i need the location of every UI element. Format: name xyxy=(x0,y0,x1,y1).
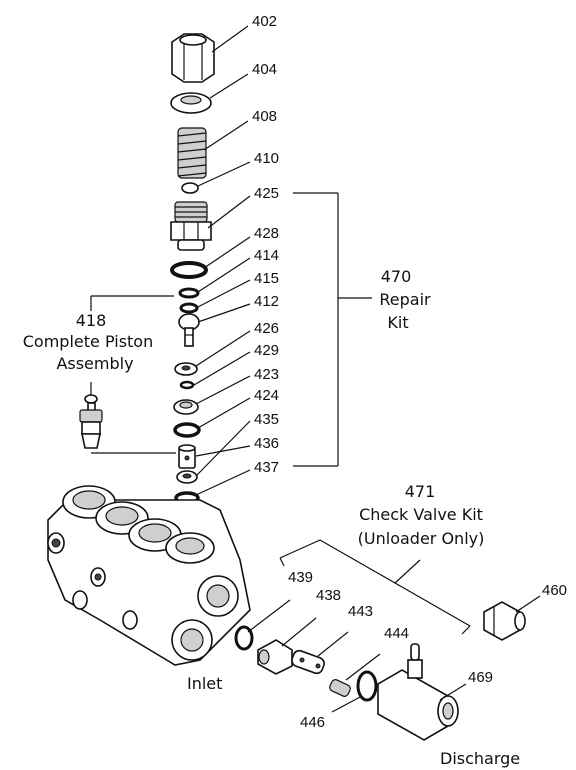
callout-402: 402 xyxy=(252,13,277,30)
part-415-o-ring xyxy=(179,302,199,314)
callout-404: 404 xyxy=(252,61,277,78)
part-444-spring xyxy=(329,679,351,697)
callout-429: 429 xyxy=(254,342,279,359)
part-425-valve-seat xyxy=(170,201,212,251)
part-402-cap-nut xyxy=(171,33,215,83)
check-valve-number: 471 xyxy=(405,482,436,501)
check-valve-line2: (Unloader Only) xyxy=(358,529,485,548)
callout-439: 439 xyxy=(288,569,313,586)
part-408-spring xyxy=(177,127,207,179)
callout-410: 410 xyxy=(254,150,279,167)
callout-425: 425 xyxy=(254,185,279,202)
discharge-label: Discharge xyxy=(440,749,520,768)
part-438-valve-body xyxy=(257,639,293,675)
part-412-plunger xyxy=(178,313,200,347)
part-414-o-ring xyxy=(178,287,200,299)
callout-469: 469 xyxy=(468,669,493,686)
callout-436: 436 xyxy=(254,435,279,452)
leader-lines xyxy=(90,25,541,713)
part-426-retainer xyxy=(174,362,198,376)
piston-number: 418 xyxy=(76,311,107,330)
part-460-fitting xyxy=(483,601,526,641)
callout-437: 437 xyxy=(254,459,279,476)
part-424-support xyxy=(176,470,198,484)
part-443-poppet xyxy=(291,649,325,675)
callout-444: 444 xyxy=(384,625,409,642)
part-439-o-ring xyxy=(234,625,254,651)
callout-414: 414 xyxy=(254,247,279,264)
part-435-o-ring xyxy=(173,422,201,438)
callout-408: 408 xyxy=(252,108,277,125)
callout-446: 446 xyxy=(300,714,325,731)
callout-426: 426 xyxy=(254,320,279,337)
part-436-cylinder xyxy=(178,444,196,469)
callout-460: 460 xyxy=(542,582,567,599)
repair-kit-line1: Repair xyxy=(379,290,431,309)
piston-line2: Assembly xyxy=(56,354,133,373)
callout-412: 412 xyxy=(254,293,279,310)
inlet-label: Inlet xyxy=(187,674,222,693)
manifold-head xyxy=(47,485,251,666)
callout-443: 443 xyxy=(348,603,373,620)
callout-424: 424 xyxy=(254,387,279,404)
part-469-unloader-tee xyxy=(377,643,459,741)
callout-438: 438 xyxy=(316,587,341,604)
part-418-piston-assembly xyxy=(79,394,103,449)
callout-435: 435 xyxy=(254,411,279,428)
repair-kit-line2: Kit xyxy=(387,313,408,332)
piston-line1: Complete Piston xyxy=(23,332,153,351)
part-428-o-ring xyxy=(170,261,208,279)
callout-423: 423 xyxy=(254,366,279,383)
callout-415: 415 xyxy=(254,270,279,287)
repair-kit-number: 470 xyxy=(381,267,412,286)
part-423-seal xyxy=(173,399,199,415)
part-404-washer xyxy=(170,92,212,114)
part-429-o-ring xyxy=(179,380,195,390)
check-valve-line1: Check Valve Kit xyxy=(359,505,483,524)
part-410-disc xyxy=(181,182,199,194)
part-446-o-ring xyxy=(356,670,378,702)
callout-428: 428 xyxy=(254,225,279,242)
